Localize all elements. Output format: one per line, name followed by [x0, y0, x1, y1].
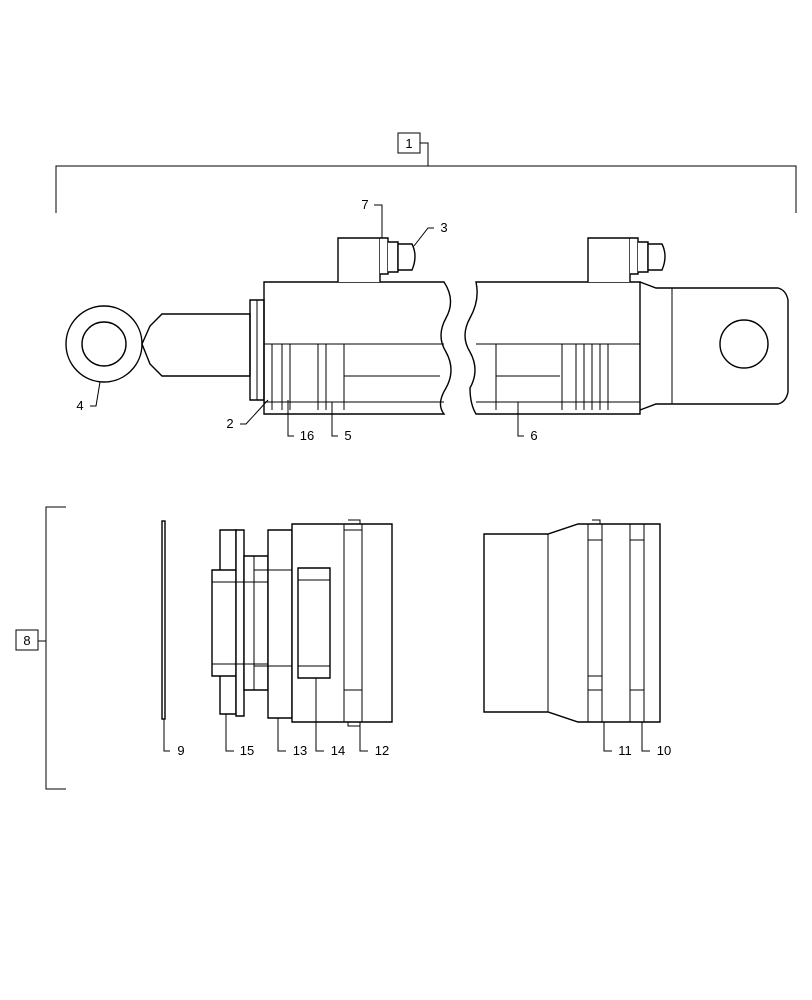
callout-16: 16	[287, 400, 314, 443]
callout-8-label: 8	[23, 633, 30, 648]
callout-10-label: 10	[657, 743, 671, 758]
callout-1: 1	[397, 132, 421, 154]
callout-3-label: 3	[440, 220, 447, 235]
callout-2-label: 2	[226, 416, 233, 431]
callout-16-label: 16	[300, 428, 314, 443]
callout-15-label: 15	[240, 743, 254, 758]
part-9-backup-ring: 9	[161, 520, 185, 758]
callout-12: 12	[359, 722, 389, 758]
callout-1-label: 1	[405, 136, 412, 151]
callout-11-label: 11	[618, 743, 632, 758]
piston-rod	[249, 299, 265, 401]
callout-6: 6	[517, 402, 538, 443]
cylinder-barrel-right	[464, 237, 789, 415]
callout-10: 10	[641, 722, 671, 758]
callout-2: 2	[226, 399, 269, 431]
assembly-bracket	[55, 142, 797, 213]
callout-12-label: 12	[375, 743, 389, 758]
callout-6-label: 6	[530, 428, 537, 443]
piston	[483, 519, 661, 723]
callout-3: 3	[413, 220, 448, 247]
callout-4-label: 4	[76, 398, 83, 413]
kit-bracket	[38, 506, 66, 790]
callout-15: 15	[225, 714, 254, 758]
callout-7-label: 7	[361, 197, 368, 212]
callout-5: 5	[331, 402, 352, 443]
callout-11: 11	[603, 722, 632, 758]
callout-13: 13	[277, 718, 307, 758]
callout-13-label: 13	[293, 743, 307, 758]
gland-assembly	[211, 519, 393, 727]
callout-14: 14	[315, 678, 345, 758]
callout-8: 8	[15, 629, 39, 651]
rod-eye	[65, 305, 251, 383]
callout-14-label: 14	[331, 743, 345, 758]
callout-5-label: 5	[344, 428, 351, 443]
callout-4: 4	[76, 381, 101, 413]
callout-7: 7	[361, 197, 383, 238]
callout-9-label: 9	[177, 743, 184, 758]
cylinder-barrel-left	[263, 237, 452, 415]
